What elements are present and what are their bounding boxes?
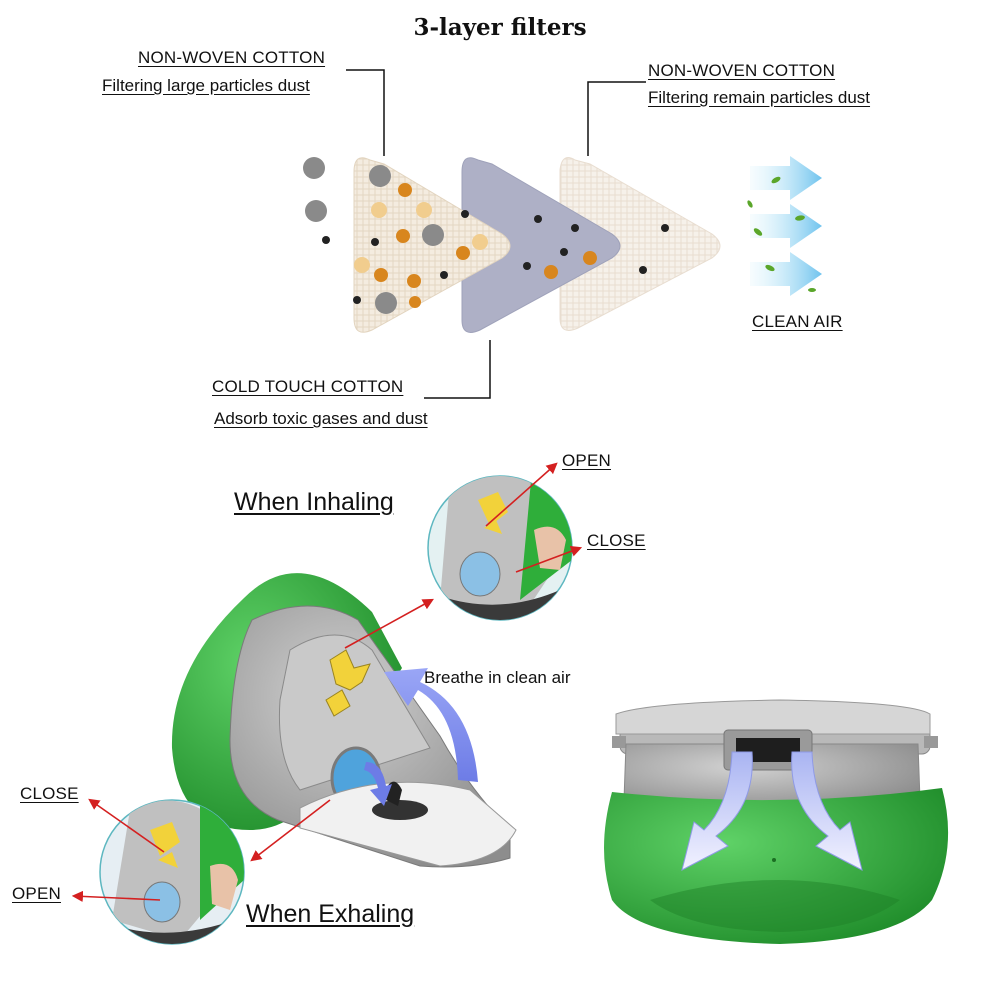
clean-air-label: CLEAN AIR — [752, 312, 843, 331]
filter-layer-2 — [461, 157, 621, 333]
inhale-open-label: OPEN — [562, 451, 611, 470]
clean-air-arrows — [747, 156, 822, 296]
valve-pointers — [71, 462, 583, 903]
layer3-desc: Filtering remain particles dust — [648, 88, 871, 107]
exhale-close-label: CLOSE — [20, 784, 79, 803]
layer2-desc: Adsorb toxic gases and dust — [214, 409, 428, 428]
layer3-name: NON-WOVEN COTTON — [648, 61, 836, 80]
exhaling-valve-inset — [99, 799, 245, 945]
dust-particles — [303, 157, 669, 314]
exhaling-title: When Exhaling — [246, 900, 415, 928]
filter-layer-3 — [559, 157, 721, 331]
mask-front-view — [604, 699, 949, 944]
inhaling-title: When Inhaling — [234, 488, 394, 516]
exhale-open-label: OPEN — [12, 884, 61, 903]
layer1-name: NON-WOVEN COTTON — [138, 48, 326, 67]
inhale-close-label: CLOSE — [587, 531, 646, 550]
inhaling-valve-inset — [427, 475, 573, 621]
layer2-name: COLD TOUCH COTTON — [212, 377, 404, 396]
page-title: 3-layer filters — [413, 14, 587, 41]
breathe-in-arrow — [384, 668, 478, 782]
breathe-label: Breathe in clean air — [424, 668, 571, 687]
layer1-desc: Filtering large particles dust — [102, 76, 310, 95]
leader-lines — [346, 69, 646, 399]
mask-main — [171, 573, 517, 868]
exhale-arrow-small — [364, 762, 392, 806]
